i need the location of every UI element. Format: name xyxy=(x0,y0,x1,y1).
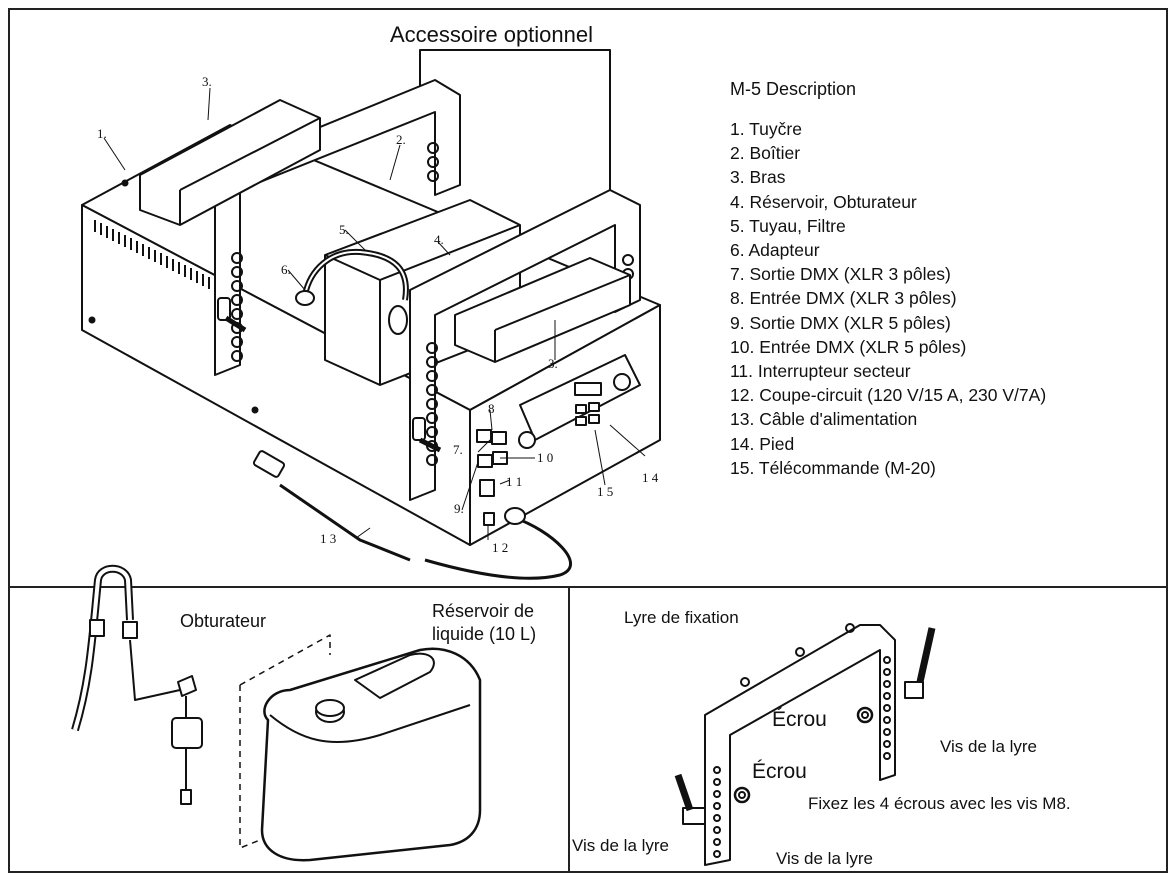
callout-dmx-in-3pin: 8 xyxy=(488,401,495,416)
screw-label-left: Vis de la lyre xyxy=(572,836,670,855)
description-heading: M-5 Description xyxy=(730,79,857,99)
arm-rear xyxy=(139,99,321,226)
reservoir-label-line2: liquide (10 L) xyxy=(432,624,537,644)
list-item: 10. Entrée DMX (XLR 5 pôles) xyxy=(730,336,967,357)
callout-circuit-breaker: 1 2 xyxy=(492,540,509,555)
shutter-drawing xyxy=(71,564,203,805)
shutter-label: Obturateur xyxy=(180,611,267,631)
reservoir-label-line1: Réservoir de xyxy=(432,601,535,621)
callout-remote: 1 5 xyxy=(597,484,614,499)
screw-label-bottom: Vis de la lyre xyxy=(776,849,874,868)
callout-nozzle: 1. xyxy=(97,126,107,141)
reservoir-drawing xyxy=(239,634,482,862)
list-item: 9. Sortie DMX (XLR 5 pôles) xyxy=(730,312,951,333)
list-item: 4. Réservoir, Obturateur xyxy=(730,191,917,212)
callout-arm-rear: 3. xyxy=(202,74,212,89)
callout-foot: 1 4 xyxy=(642,470,659,485)
callout-main-switch: 1 1 xyxy=(506,474,523,489)
bracket-label: Lyre de fixation xyxy=(624,608,739,627)
callout-dmx-in-5pin: 1 0 xyxy=(537,450,554,465)
list-item: 14. Pied xyxy=(730,433,795,454)
callout-power-cable: 1 3 xyxy=(320,531,337,546)
callout-adapter: 6. xyxy=(281,262,291,277)
list-item: 11. Interrupteur secteur xyxy=(730,361,911,382)
callout-arm-front: 3. xyxy=(548,356,558,371)
list-item: 13. Câble d'alimentation xyxy=(730,409,918,430)
callout-hose: 5. xyxy=(339,222,349,237)
arm-front xyxy=(454,257,631,363)
section-divider-vertical xyxy=(568,586,570,873)
screw-label-right: Vis de la lyre xyxy=(940,737,1038,756)
list-item: 6. Adapteur xyxy=(730,240,820,261)
hose xyxy=(295,248,409,335)
control-panel xyxy=(476,354,641,526)
nut-label-upper: Écrou xyxy=(772,708,827,731)
callout-housing: 2. xyxy=(396,132,406,147)
list-item: 8. Entrée DMX (XLR 3 pôles) xyxy=(730,288,957,309)
accessory-title: Accessoire optionnel xyxy=(390,22,594,47)
mounting-bracket-drawing xyxy=(674,623,936,866)
callout-dmx-out-5pin: 9. xyxy=(454,501,464,516)
list-item: 5. Tuyau, Filtre xyxy=(730,215,846,236)
callout-tank: 4. xyxy=(434,232,444,247)
list-item: 1. Tuyčre xyxy=(730,119,802,139)
parts-list: 1. Tuyčre 2. Boîtier 3. Bras 4. Réservoi… xyxy=(730,117,1046,480)
section-divider-horizontal xyxy=(8,586,1168,588)
list-item: 2. Boîtier xyxy=(730,143,801,164)
accessory-bracket-lines xyxy=(419,49,611,190)
list-item: 7. Sortie DMX (XLR 3 pôles) xyxy=(730,264,951,285)
list-item: 15. Télécommande (M-20) xyxy=(730,457,936,478)
nut-label-lower: Écrou xyxy=(752,760,807,783)
list-item: 3. Bras xyxy=(730,167,786,188)
fixing-instruction: Fixez les 4 écrous avec les vis M8. xyxy=(808,794,1071,813)
list-item: 12. Coupe-circuit (120 V/15 A, 230 V/7A) xyxy=(730,385,1047,406)
power-cable xyxy=(252,450,573,580)
callout-dmx-out-3pin: 7. xyxy=(453,442,463,457)
